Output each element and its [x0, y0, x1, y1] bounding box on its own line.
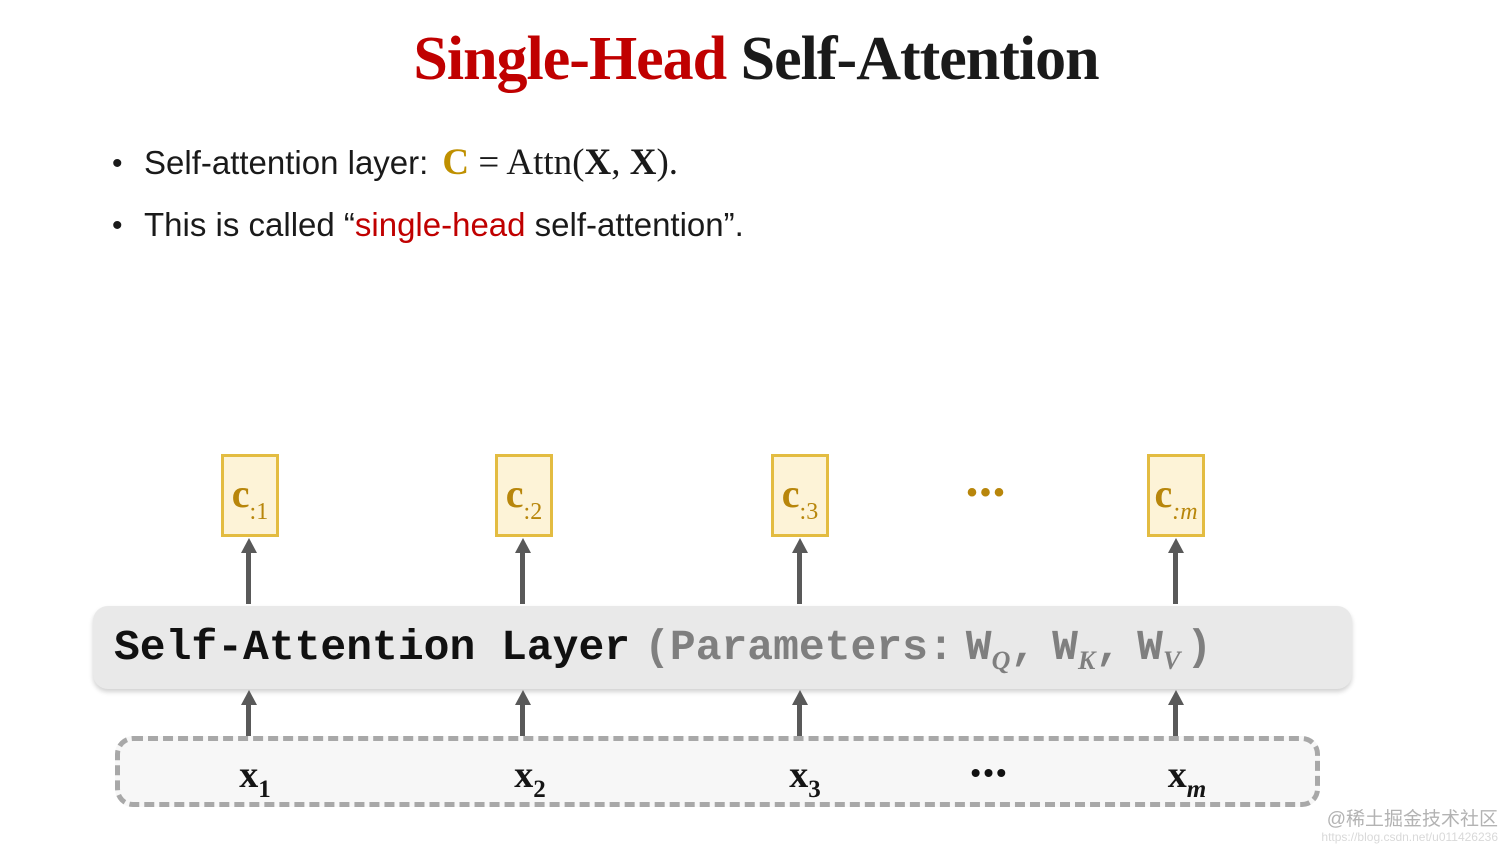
input-x1-sub: 1 [258, 776, 271, 803]
outputs-ellipsis: ••• [966, 476, 1008, 509]
self-attention-layer-bar: Self-Attention Layer(Parameters:WQ,WK,WV… [93, 606, 1352, 689]
output-box-c1: c:1 [221, 454, 279, 537]
arrow-up-icon [1167, 538, 1184, 604]
formula-relation: = Attn( [478, 142, 585, 183]
output-box-c3: c:3 [771, 454, 829, 537]
wv-base: W [1137, 623, 1163, 672]
input-x2-sub: 2 [533, 776, 546, 803]
output-c3-sub: :3 [799, 499, 819, 525]
input-x2-base: x [514, 754, 534, 796]
input-x3-base: x [789, 754, 809, 796]
input-x3-sub: 3 [808, 776, 821, 803]
wk-sub: K [1077, 646, 1096, 675]
watermark-community: @稀土掘金技术社区 [1326, 809, 1498, 831]
wv-sub: V [1162, 646, 1181, 675]
params-separator: , [1095, 623, 1122, 672]
output-cm-sub: :m [1172, 499, 1198, 525]
input-x1-base: x [239, 754, 259, 796]
wq-base: W [965, 623, 992, 672]
wq-sub: Q [991, 646, 1011, 675]
arrow-up-icon [514, 690, 531, 760]
bullet2-before: This is called “ [144, 206, 355, 243]
formula-c-variable: C [442, 142, 470, 183]
bullet2-after: self-attention”. [525, 206, 744, 243]
bullet-item-2: • This is called “single-head self-attent… [112, 206, 744, 244]
wk-base: W [1052, 623, 1078, 672]
arrow-up-icon [240, 538, 257, 604]
bullet1-formula: C = Attn(X, X). [442, 142, 678, 183]
output-box-c2: c:2 [495, 454, 553, 537]
weight-wq: WQ [965, 623, 1011, 675]
arrow-up-icon [791, 690, 808, 760]
formula-x2-variable: X [629, 142, 657, 183]
page-title: Single-Head Self-Attention [0, 24, 1512, 95]
title-rest: Self-Attention [726, 25, 1100, 93]
input-label-x1: x1 [239, 753, 271, 804]
arrow-up-icon [240, 690, 257, 760]
input-label-x2: x2 [514, 753, 546, 804]
watermark-url: https://blog.csdn.net/u011426236 [1321, 830, 1498, 845]
output-box-cm: c:m [1147, 454, 1205, 537]
output-cm-base: c [1154, 471, 1173, 516]
params-suffix: ) [1186, 623, 1213, 672]
bullet-marker-icon: • [112, 147, 123, 180]
input-label-x3: x3 [789, 753, 821, 804]
arrow-up-icon [791, 538, 808, 604]
watermark: @稀土掘金技术社区 https://blog.csdn.net/u0114262… [1321, 809, 1498, 845]
formula-close: ). [656, 142, 679, 183]
weight-wv: WV [1137, 623, 1181, 675]
arrow-up-icon [1167, 690, 1184, 760]
output-c1-base: c [231, 471, 250, 516]
arrow-up-icon [514, 538, 531, 604]
input-label-xm: xm [1168, 753, 1206, 804]
params-separator: , [1010, 623, 1037, 672]
title-highlight: Single-Head [413, 25, 727, 93]
output-c3-base: c [781, 471, 800, 516]
bullet-marker-icon: • [112, 209, 123, 242]
output-c1-sub: :1 [249, 499, 269, 525]
output-c2-base: c [505, 471, 524, 516]
formula-x1-variable: X [584, 142, 612, 183]
bullet1-text: Self-attention layer: [144, 144, 429, 181]
layer-bar-parameters: (Parameters:WQ,WK,WV) [644, 623, 1213, 675]
input-xm-sub: m [1186, 776, 1207, 803]
input-xm-base: x [1167, 754, 1187, 796]
formula-comma: , [611, 142, 630, 183]
weight-wk: WK [1052, 623, 1096, 675]
output-c2-sub: :2 [523, 499, 543, 525]
bullet-item-1: •Self-attention layer:C = Attn(X, X). [112, 141, 678, 184]
layer-bar-label: Self-Attention Layer [114, 623, 631, 672]
inputs-ellipsis: ••• [970, 757, 1010, 788]
params-prefix: (Parameters: [644, 623, 954, 672]
input-sequence-box [115, 736, 1320, 807]
bullet2-highlight: single-head [354, 206, 526, 243]
